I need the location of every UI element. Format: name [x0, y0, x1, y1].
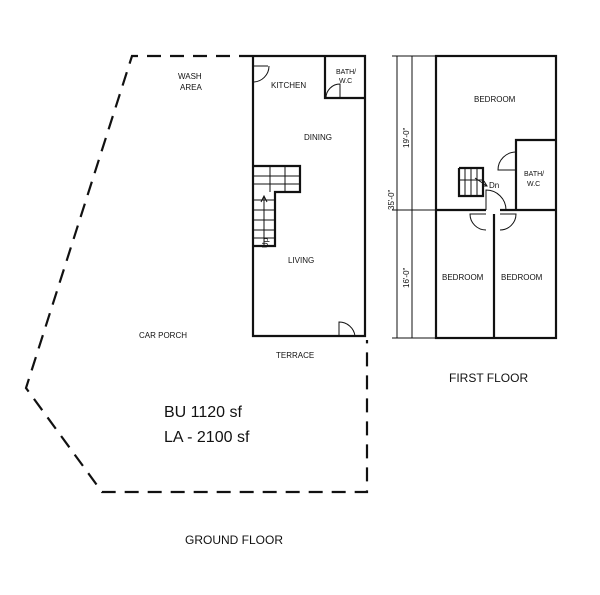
label-wash-area: WASH	[178, 72, 202, 81]
first-staircase	[457, 166, 488, 198]
label-bedroom-right: BEDROOM	[501, 273, 543, 282]
label-stair-down: Dn	[489, 181, 499, 190]
label-stair-up: Up	[261, 237, 270, 248]
label-living: LIVING	[288, 256, 314, 265]
ground-bath-door	[325, 83, 341, 99]
dim-overall: 35'-0"	[387, 189, 396, 210]
bedroom-left-door	[469, 213, 487, 231]
ground-floor-caption: GROUND FLOOR	[185, 533, 283, 547]
ground-staircase	[253, 164, 302, 248]
label-wash-area-2: AREA	[180, 83, 202, 92]
label-dining: DINING	[304, 133, 332, 142]
label-area-la: LA - 2100 sf	[164, 429, 250, 446]
label-bedroom-left: BEDROOM	[442, 273, 484, 282]
label-car-porch: CAR PORCH	[139, 331, 187, 340]
bedroom-top-door	[485, 189, 507, 211]
terrace-door	[338, 321, 356, 337]
first-floor-caption: FIRST FLOOR	[449, 371, 528, 385]
ground-floor-walls	[251, 54, 367, 338]
car-porch-boundary	[24, 54, 369, 494]
label-bedroom-top: BEDROOM	[474, 95, 516, 104]
dim-lower: 16'-0"	[402, 267, 411, 288]
first-floor-walls	[434, 54, 558, 340]
label-ground-bath: BATH/	[336, 69, 356, 76]
wash-area-door	[252, 65, 270, 83]
label-first-bath-2: W.C	[527, 181, 540, 188]
label-terrace: TERRACE	[276, 351, 314, 360]
ground-bath-walls	[323, 56, 365, 100]
label-first-bath: BATH/	[524, 171, 544, 178]
first-bath-door	[497, 151, 517, 171]
label-ground-bath-2: W.C	[339, 78, 352, 85]
dimension-lines	[392, 55, 436, 339]
first-bath-walls	[514, 138, 556, 210]
ground-floor-plan: WASH AREA KITCHEN BATH/ W.C DINING LIVIN…	[24, 54, 369, 547]
label-kitchen: KITCHEN	[271, 81, 306, 90]
label-area-bu: BU 1120 sf	[164, 404, 243, 421]
bedroom-right-door	[499, 213, 517, 231]
dim-upper: 19'-0"	[402, 127, 411, 148]
first-floor-plan: 19'-0" 35'-0" 16'-0" BEDROOM BATH/	[387, 54, 558, 385]
